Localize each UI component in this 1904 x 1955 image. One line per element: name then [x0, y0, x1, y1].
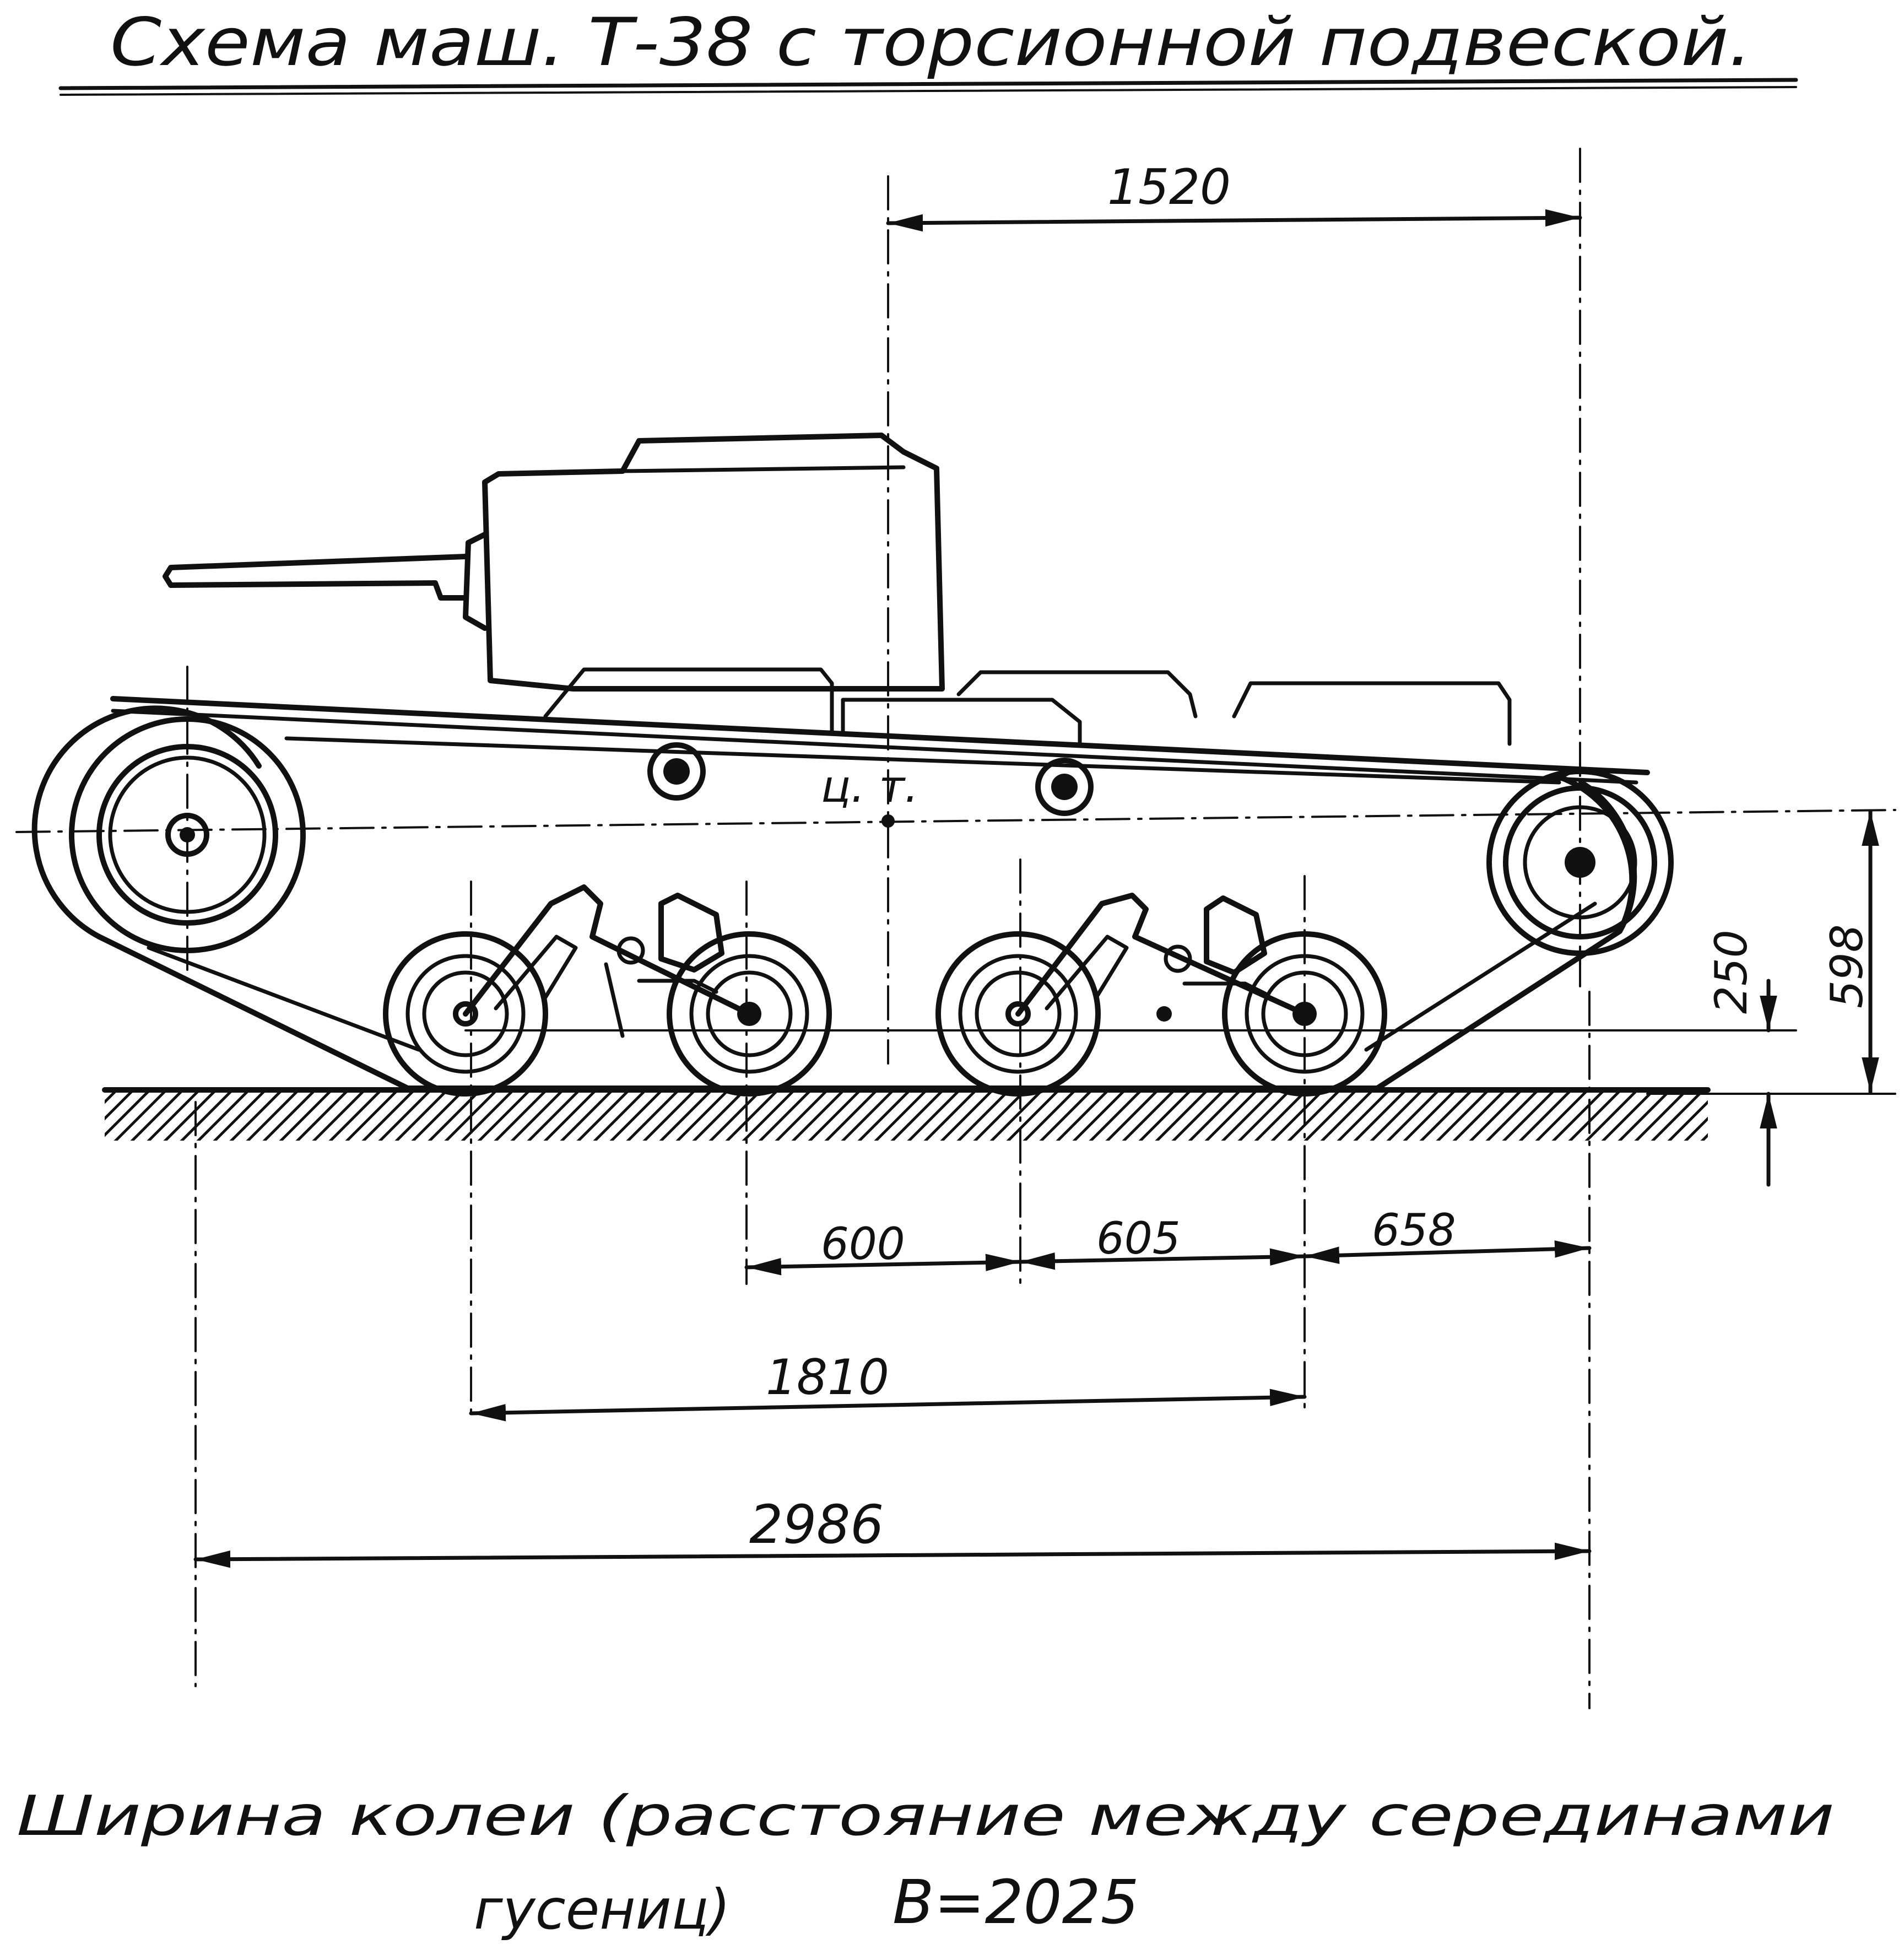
- diagram-title: Схема маш. Т-38 с торсионной подвеской.: [110, 4, 1752, 81]
- dim-1810: 1810: [469, 1349, 1307, 1422]
- dim-2986: 2986: [193, 1494, 1592, 1568]
- suspension-bogie-rear: [1015, 893, 1307, 1022]
- footnote-line-1: Ширина колеи (расстояние между серединам…: [17, 1784, 1835, 1848]
- cg-dot: [881, 814, 895, 828]
- footnote-line-2-text: гусениц): [474, 1877, 731, 1942]
- title-underline-2: [60, 86, 1797, 96]
- gun-barrel: [163, 554, 468, 601]
- return-roller-1-hub: [663, 758, 690, 785]
- engine-deck-box-3: [956, 670, 1198, 719]
- dim-598-label: 598: [1821, 924, 1873, 1008]
- track-inner: [147, 901, 1597, 1052]
- footnote: Ширина колеи (расстояние между серединам…: [17, 1784, 1835, 1942]
- cg-horizontal-line: [15, 809, 1896, 833]
- hull-lower-line: [284, 736, 1561, 785]
- dim-250: 250: [1646, 930, 1797, 1187]
- track-outer: [96, 769, 1637, 1091]
- hull-top-deck: [110, 696, 1650, 775]
- title-block: Схема маш. Т-38 с торсионной подвеской.: [58, 4, 1798, 96]
- suspension-bogie-front: [463, 884, 752, 1038]
- dim-605-label: 605: [1096, 1213, 1181, 1264]
- road-wheel-2: [667, 931, 832, 1097]
- gun-mantlet: [463, 532, 488, 631]
- hull: [110, 667, 1650, 816]
- road-wheel-3: [935, 931, 1101, 1097]
- road-wheel-1: [383, 931, 548, 1097]
- footnote-line-2-value: В=2025: [892, 1867, 1139, 1937]
- engine-deck-box-1: [543, 667, 834, 735]
- turret-roof-line: [620, 465, 906, 473]
- turret: [163, 433, 945, 692]
- dim-2986-label: 2986: [749, 1494, 884, 1556]
- road-wheels: [383, 931, 1387, 1097]
- ground-hatching: [105, 1088, 1708, 1141]
- center-of-gravity: ц. т.: [821, 761, 918, 828]
- dim-1810-label: 1810: [766, 1349, 889, 1406]
- dim-250-label: 250: [1706, 930, 1757, 1014]
- center-lines: [15, 148, 1896, 1065]
- title-underline: [58, 78, 1798, 90]
- engine-deck-box-2: [841, 698, 1082, 746]
- dim-chain: 600 605 658: [744, 1205, 1592, 1276]
- dim-600-label: 600: [821, 1218, 905, 1270]
- engine-deck-box-4: [1232, 681, 1512, 746]
- return-roller-2: [1035, 758, 1094, 816]
- dim-1520-label: 1520: [1107, 159, 1231, 215]
- hull-top-deck-2: [111, 709, 1638, 785]
- dim-658-label: 658: [1372, 1205, 1456, 1256]
- dim-1520: 1520: [886, 159, 1582, 232]
- return-roller-2-hub: [1051, 774, 1078, 800]
- return-roller-1: [647, 742, 706, 801]
- extension-lines: [194, 858, 1591, 1709]
- cg-label: ц. т.: [821, 761, 918, 812]
- dim-598: 598: [1646, 809, 1896, 1095]
- turret-body: [482, 433, 945, 692]
- ground: [102, 1087, 1711, 1141]
